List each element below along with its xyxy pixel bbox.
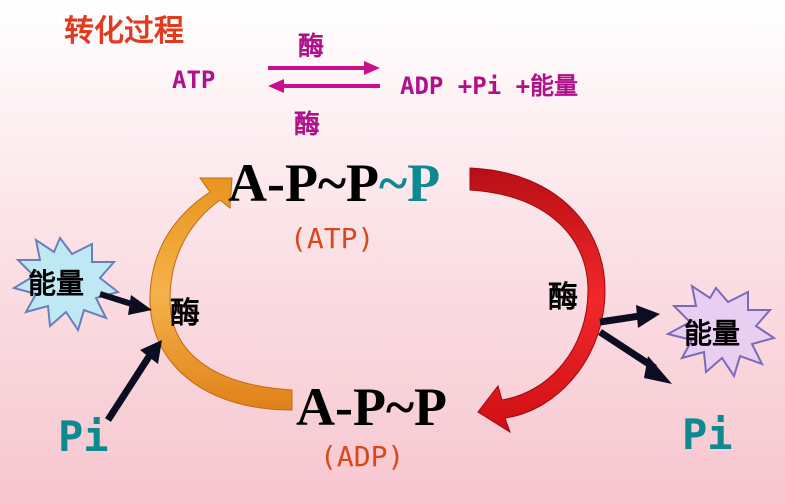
page-title: 转化过程 bbox=[64, 14, 184, 49]
equation-right: ADP +Pi +能量 bbox=[400, 72, 579, 100]
cycle-enzyme-right: 酶 bbox=[548, 280, 578, 315]
atp-formula-main: A-P~P bbox=[228, 153, 380, 213]
energy-label-right: 能量 bbox=[684, 317, 741, 350]
pi-input-arrow bbox=[105, 340, 162, 422]
energy-burst-right bbox=[665, 283, 777, 379]
adp-formula: A-P~P bbox=[296, 377, 448, 437]
pi-label-right: Pi bbox=[682, 410, 733, 459]
equation-enzyme-bottom: 酶 bbox=[294, 110, 321, 140]
energy-burst-left bbox=[11, 236, 121, 333]
adp-label: (ADP) bbox=[320, 440, 405, 473]
energy-output-arrow bbox=[599, 305, 660, 328]
cycle-enzyme-left: 酶 bbox=[170, 296, 200, 331]
equation-left: ATP bbox=[172, 66, 216, 94]
equation-enzyme-top: 酶 bbox=[298, 32, 325, 62]
atp-formula-last-p: P bbox=[407, 153, 441, 213]
pi-label-left: Pi bbox=[58, 412, 109, 461]
atp-formula: A-P~P~P bbox=[228, 152, 440, 214]
orange-cycle-arrow bbox=[149, 177, 293, 411]
atp-formula-tilde: ~ bbox=[379, 153, 408, 213]
red-cycle-arrow bbox=[469, 167, 606, 434]
energy-input-arrow bbox=[99, 291, 152, 315]
equilibrium-arrows bbox=[268, 61, 380, 93]
energy-label-left: 能量 bbox=[28, 267, 85, 300]
atp-label: (ATP) bbox=[290, 222, 375, 255]
pi-output-arrow bbox=[598, 329, 672, 384]
